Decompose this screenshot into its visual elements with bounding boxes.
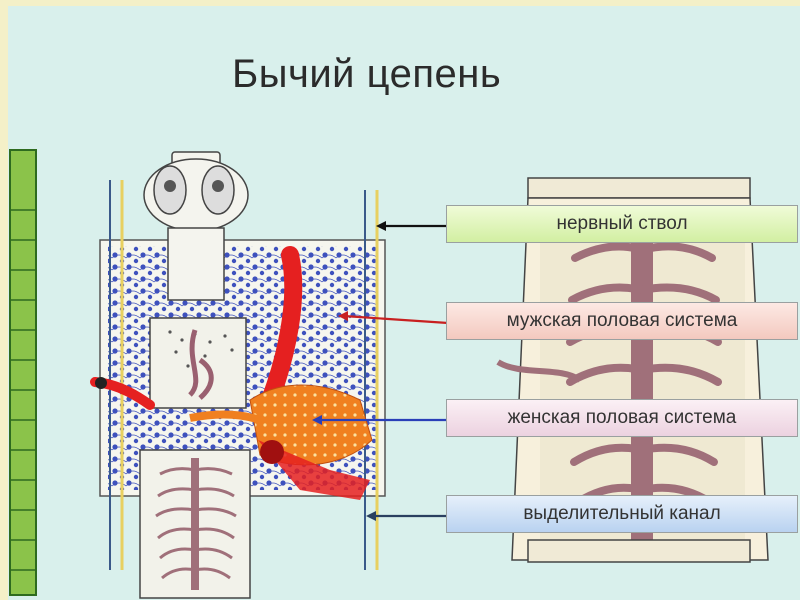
gravid-segment — [139, 449, 251, 599]
male-organs — [90, 246, 303, 410]
leader-lines — [312, 221, 449, 521]
label-nerve-trunk: нервный ствол — [446, 205, 798, 243]
label-excretory-canal: выделительный канал — [446, 495, 798, 533]
upper-segment — [149, 317, 247, 409]
strobila-strip — [9, 149, 37, 596]
page-title: Бычий цепень — [232, 52, 502, 96]
scolex — [143, 151, 249, 301]
label-male-reproductive-system: мужская половая система — [446, 302, 798, 340]
female-organs — [189, 384, 373, 500]
label-female-reproductive-system: женская половая система — [446, 399, 798, 437]
